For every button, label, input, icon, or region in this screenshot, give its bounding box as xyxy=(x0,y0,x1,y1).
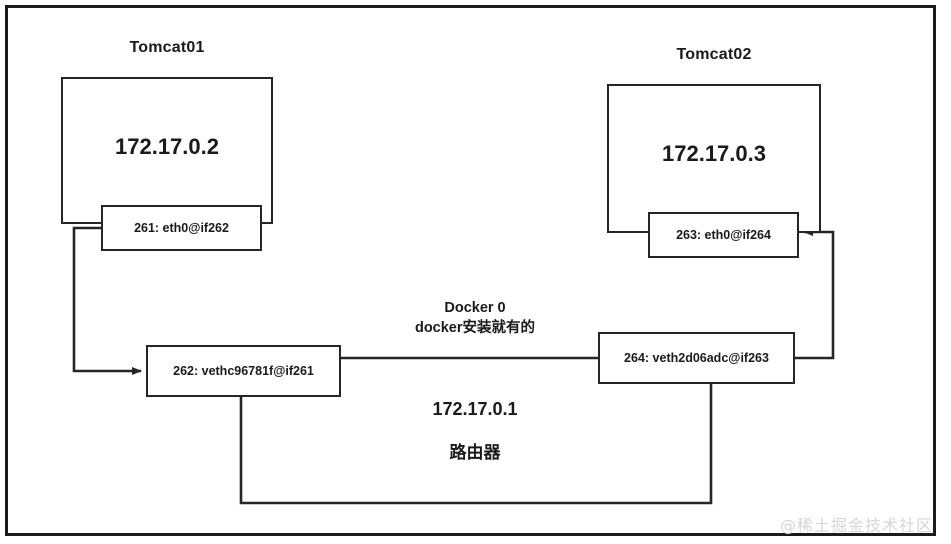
docker0-ip-address: 172.17.0.1 xyxy=(432,398,518,419)
docker0-role-label: 路由器 xyxy=(449,442,501,462)
tomcat02-eth0-label: 263: eth0@if264 xyxy=(676,228,771,242)
tomcat01-title: Tomcat01 xyxy=(129,39,205,56)
docker0-name: Docker 0 xyxy=(444,300,506,317)
docker0-note: docker安装就有的 xyxy=(414,320,536,336)
tomcat02-ip-address: 172.17.0.3 xyxy=(662,141,766,166)
tomcat02-eth0-box xyxy=(648,212,799,258)
veth-right-box xyxy=(598,332,795,384)
tomcat01-ip-address: 172.17.0.2 xyxy=(115,134,219,159)
tomcat02-container-box xyxy=(607,84,821,233)
veth-left-label: 262: vethc96781f@if261 xyxy=(173,364,314,378)
watermark: @稀土掘金技术社区 xyxy=(779,516,933,535)
veth-right-label: 264: veth2d06adc@if263 xyxy=(624,351,769,365)
tomcat01-eth0-label: 261: eth0@if262 xyxy=(134,221,229,235)
docker0-caption: Docker 0 docker安装就有的 xyxy=(355,296,595,342)
tomcat01-container-box xyxy=(61,77,273,224)
tomcat02-title: Tomcat02 xyxy=(676,46,752,63)
